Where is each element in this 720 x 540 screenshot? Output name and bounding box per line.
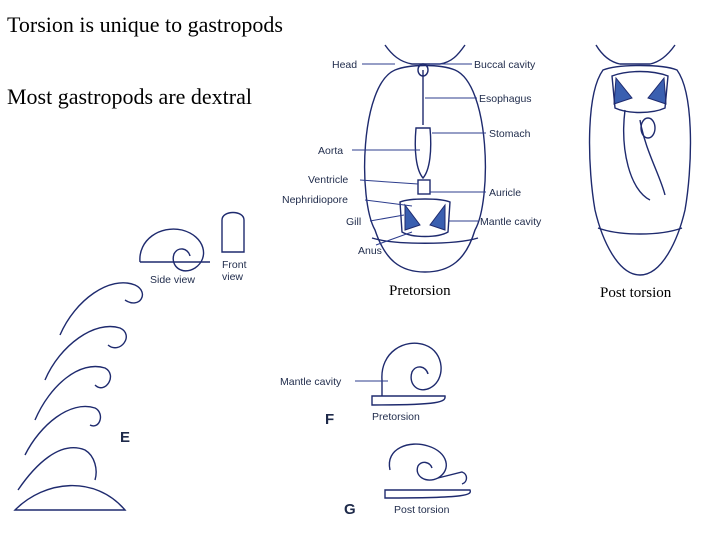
caption-g: Post torsion (394, 504, 450, 516)
ventricle-shape (417, 179, 431, 195)
caption-f: Pretorsion (372, 411, 420, 423)
gill-left (404, 203, 421, 231)
larva-body-outline (363, 64, 487, 273)
label-f-mantle-cavity: Mantle cavity (280, 376, 342, 388)
label-gill: Gill (346, 216, 361, 228)
side-view-shell (139, 228, 205, 272)
caption-post-torsion: Post torsion (600, 285, 672, 301)
post-gut-right (639, 119, 666, 196)
label-anus: Anus (358, 245, 382, 257)
snail-f-shell (381, 342, 442, 391)
snail-f-foot (371, 395, 446, 406)
stomach-shape (414, 127, 432, 180)
label-buccal-cavity: Buccal cavity (474, 59, 536, 71)
post-foot-line (597, 227, 683, 235)
slide-title-line2: Most gastropods are dextral (7, 84, 252, 109)
shell-stage-5 (17, 447, 97, 491)
letter-g: G (344, 501, 356, 518)
snail-g-shell (388, 443, 447, 481)
label-ventricle: Ventricle (308, 174, 348, 186)
label-stomach: Stomach (489, 128, 531, 140)
shell-stage-4 (24, 405, 102, 456)
snail-f: Mantle cavity F Pretorsion (280, 342, 446, 428)
caption-pretorsion: Pretorsion (389, 283, 451, 299)
label-front-view-2: view (222, 271, 243, 283)
label-auricle: Auricle (489, 187, 521, 199)
shell-series-e: Side view Front view E (13, 211, 247, 511)
label-nephridiopore: Nephridiopore (282, 194, 348, 206)
pretorsion-larva: Head Buccal cavity Esophagus Stomach Aor… (282, 44, 542, 273)
mantle-cavity-shape (399, 198, 451, 238)
label-aorta: Aorta (318, 145, 343, 157)
post-gut-left (623, 109, 651, 201)
post-head-lobes (595, 44, 676, 65)
letter-e: E (120, 429, 130, 446)
front-view-shell (221, 211, 245, 253)
post-gill-left (613, 76, 633, 105)
post-body-outline (588, 64, 692, 276)
label-head: Head (332, 59, 357, 71)
shell-stage-2 (44, 325, 127, 381)
snail-g-foot (384, 489, 472, 499)
snail-g-head (437, 471, 468, 485)
shell-stage-3 (34, 365, 112, 421)
label-mantle-cavity: Mantle cavity (480, 216, 542, 228)
post-torsion-larva (588, 44, 692, 276)
letter-f: F (325, 411, 334, 428)
shell-stage-1 (59, 282, 144, 336)
larva-head-lobes (384, 44, 466, 65)
gill-right (429, 203, 446, 231)
label-esophagus: Esophagus (479, 93, 532, 105)
snail-g: G Post torsion (344, 443, 472, 518)
label-side-view: Side view (150, 274, 195, 286)
larva-foot-line (371, 237, 479, 244)
label-front-view-1: Front (222, 259, 247, 271)
slide-title-line1: Torsion is unique to gastropods (7, 12, 283, 37)
post-gill-right (647, 76, 667, 105)
buccal-cavity-shape (417, 63, 429, 77)
shell-stage-6 (13, 484, 127, 511)
